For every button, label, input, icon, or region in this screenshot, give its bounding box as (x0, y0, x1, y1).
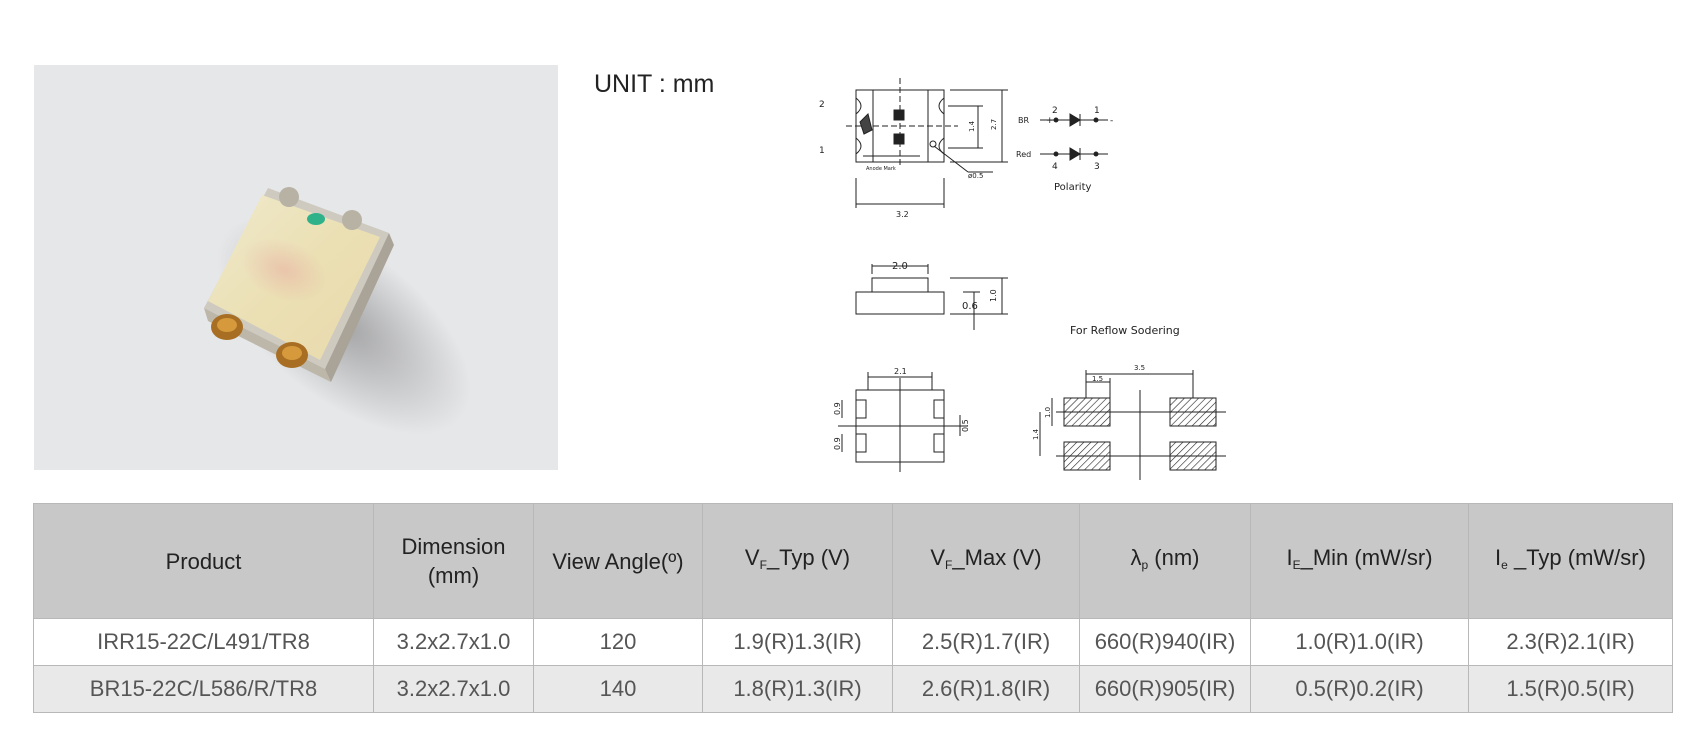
dim-2-0: 2.0 (892, 261, 908, 272)
table-row: BR15-22C/L586/R/TR8 3.2x2.7x1.0 140 1.8(… (33, 665, 1673, 713)
br-label: BR (1018, 116, 1029, 125)
cell-dimension: 3.2x2.7x1.0 (373, 618, 534, 666)
cell-view-angle: 140 (533, 665, 703, 713)
cell-vf-typ: 1.9(R)1.3(IR) (702, 618, 893, 666)
red-label: Red (1016, 150, 1031, 159)
product-photo (34, 65, 558, 470)
header-view-angle: View Angle(º) (533, 503, 703, 619)
cell-ie-min: 0.5(R)0.2(IR) (1250, 665, 1469, 713)
table-header-row: Product Dimension (mm) View Angle(º) VF_… (33, 503, 1673, 619)
pad-dim-1-4: 1.4 (1032, 428, 1040, 440)
technical-drawing: 2 1 3.2 ø0.5 Anode Mark 2.7 1.4 BR Red 2… (808, 60, 1228, 492)
cell-ie-min: 1.0(R)1.0(IR) (1250, 618, 1469, 666)
dim-1-5: 1.5 (1092, 375, 1103, 383)
pad-dim-1-0: 1.0 (1044, 407, 1052, 418)
bottom-view-outline (838, 372, 968, 472)
pin-3-polarity: 3 (1094, 162, 1100, 172)
dim-2-7: 2.7 (990, 119, 998, 130)
svg-text:-: - (1110, 116, 1113, 126)
dim-0-9-bottom: 0.9 (833, 437, 842, 450)
anode-mark-label: Anode Mark (866, 166, 896, 172)
led-chip-image (204, 187, 471, 435)
unit-label: UNIT : mm (594, 70, 715, 98)
header-vf-max: VF_Max (V) (892, 503, 1080, 619)
cell-wavelength: 660(R)905(IR) (1079, 665, 1251, 713)
dim-0-5: 0.5 (961, 419, 970, 432)
dim-1-4: 1.4 (968, 120, 976, 132)
reflow-label: For Reflow Sodering (1070, 324, 1180, 337)
pin-1-polarity: 1 (1094, 106, 1100, 116)
header-product: Product (33, 503, 374, 619)
polarity-label: Polarity (1054, 182, 1092, 193)
dim-3-5: 3.5 (1134, 364, 1145, 372)
top-view-outline (846, 78, 1008, 208)
cell-vf-max: 2.6(R)1.8(IR) (892, 665, 1080, 713)
cell-vf-typ: 1.8(R)1.3(IR) (702, 665, 893, 713)
header-wavelength: λp (nm) (1079, 503, 1251, 619)
cell-vf-max: 2.5(R)1.7(IR) (892, 618, 1080, 666)
dim-2-1: 2.1 (894, 367, 907, 376)
spec-table: Product Dimension (mm) View Angle(º) VF_… (33, 503, 1673, 713)
dim-3-2: 3.2 (896, 210, 909, 219)
cell-product: IRR15-22C/L491/TR8 (33, 618, 374, 666)
header-vf-typ: VF_Typ (V) (702, 503, 893, 619)
pad-layout (1039, 370, 1226, 480)
chip-right-edge (325, 233, 394, 382)
svg-text:+: + (1046, 116, 1054, 126)
cell-product: BR15-22C/L586/R/TR8 (33, 665, 374, 713)
dim-0-6: 0.6 (962, 301, 978, 312)
cell-view-angle: 120 (533, 618, 703, 666)
side-view-outline (855, 264, 1008, 330)
cell-ie-typ: 1.5(R)0.5(IR) (1468, 665, 1673, 713)
cell-wavelength: 660(R)940(IR) (1079, 618, 1251, 666)
dim-0-9-top: 0.9 (833, 402, 842, 415)
header-ie-min: IE_Min (mW/sr) (1250, 503, 1469, 619)
dim-1-0: 1.0 (989, 289, 998, 302)
pin-4-polarity: 4 (1052, 162, 1058, 172)
header-ie-typ: Ie _Typ (mW/sr) (1468, 503, 1673, 619)
hole-dim: ø0.5 (968, 172, 983, 180)
table-row: IRR15-22C/L491/TR8 3.2x2.7x1.0 120 1.9(R… (33, 618, 1673, 666)
emitter-dot (307, 213, 325, 225)
pin-2-polarity: 2 (1052, 106, 1058, 116)
header-dimension: Dimension (mm) (373, 503, 534, 619)
pin-2-label: 2 (819, 100, 825, 110)
cell-dimension: 3.2x2.7x1.0 (373, 665, 534, 713)
pin-1-label: 1 (819, 146, 825, 156)
polarity-schematic (1040, 113, 1108, 161)
cell-ie-typ: 2.3(R)2.1(IR) (1468, 618, 1673, 666)
